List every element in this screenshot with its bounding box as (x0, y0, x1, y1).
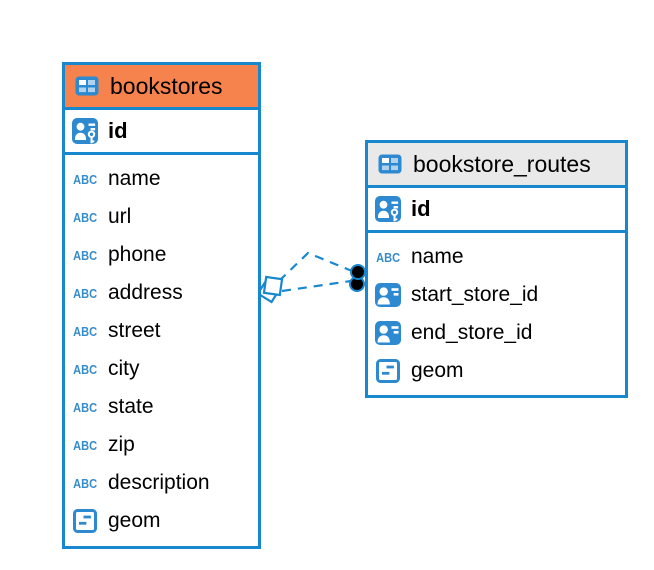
text-type-icon: ABC (73, 209, 97, 225)
table-bookstore-routes[interactable]: bookstore_routes id ABC name start_store… (365, 140, 628, 398)
text-type-icon: ABC (376, 249, 400, 265)
column-row-state[interactable]: ABC state (71, 388, 258, 426)
column-row-geom[interactable]: geom (374, 352, 625, 390)
column-row-street[interactable]: ABC street (71, 312, 258, 350)
one-end-dot-marker (349, 264, 366, 292)
geometry-type-icon (71, 509, 99, 533)
column-name: url (108, 205, 132, 228)
column-list: ABC name start_store_id end_store_id ge (368, 233, 625, 390)
column-name: phone (108, 243, 167, 266)
foreign-key-icon (374, 321, 402, 345)
column-row-zip[interactable]: ABC zip (71, 426, 258, 464)
table-header-bookstores[interactable]: bookstores (65, 65, 258, 110)
column-list: ABC name ABC url ABC phone ABC address A… (65, 155, 258, 540)
column-row-address[interactable]: ABC address (71, 274, 258, 312)
foreign-key-icon (374, 283, 402, 307)
table-title: bookstores (110, 72, 223, 99)
primary-key-icon (374, 196, 402, 222)
column-name: id (411, 196, 431, 221)
column-name: geom (108, 509, 161, 532)
column-row-city[interactable]: ABC city (71, 350, 258, 388)
column-name: geom (411, 359, 464, 382)
column-name: name (411, 245, 464, 268)
column-name: start_store_id (411, 283, 539, 306)
column-name: street (108, 319, 161, 342)
column-name: name (108, 167, 161, 190)
text-type-icon: ABC (73, 285, 97, 301)
column-row-id[interactable]: id (368, 188, 625, 233)
table-icon (73, 76, 101, 96)
column-name: zip (108, 433, 135, 456)
table-header-bookstore-routes[interactable]: bookstore_routes (368, 143, 625, 188)
primary-key-icon (71, 118, 99, 144)
relationship-line-2[interactable] (281, 279, 352, 293)
table-bookstores[interactable]: bookstores id ABC name ABC url ABC phone… (62, 62, 261, 549)
column-row-name[interactable]: ABC name (71, 160, 258, 198)
many-end-diamond-marker (256, 275, 284, 304)
text-type-icon: ABC (73, 437, 97, 453)
relationship-line-1[interactable] (278, 251, 353, 282)
column-name: city (108, 357, 140, 380)
column-name: state (108, 395, 154, 418)
text-type-icon: ABC (73, 399, 97, 415)
column-row-description[interactable]: ABC description (71, 464, 258, 502)
geometry-type-icon (374, 359, 402, 383)
column-name: address (108, 281, 183, 304)
table-title: bookstore_routes (413, 150, 591, 177)
column-row-geom[interactable]: geom (71, 502, 258, 540)
column-row-name[interactable]: ABC name (374, 238, 625, 276)
table-icon (376, 154, 404, 174)
text-type-icon: ABC (73, 247, 97, 263)
column-name: id (108, 118, 128, 143)
text-type-icon: ABC (73, 323, 97, 339)
column-name: end_store_id (411, 321, 533, 344)
column-row-phone[interactable]: ABC phone (71, 236, 258, 274)
text-type-icon: ABC (73, 171, 97, 187)
text-type-icon: ABC (73, 475, 97, 491)
column-row-url[interactable]: ABC url (71, 198, 258, 236)
text-type-icon: ABC (73, 361, 97, 377)
column-row-end-store-id[interactable]: end_store_id (374, 314, 625, 352)
column-row-start-store-id[interactable]: start_store_id (374, 276, 625, 314)
column-row-id[interactable]: id (65, 110, 258, 155)
column-name: description (108, 471, 210, 494)
